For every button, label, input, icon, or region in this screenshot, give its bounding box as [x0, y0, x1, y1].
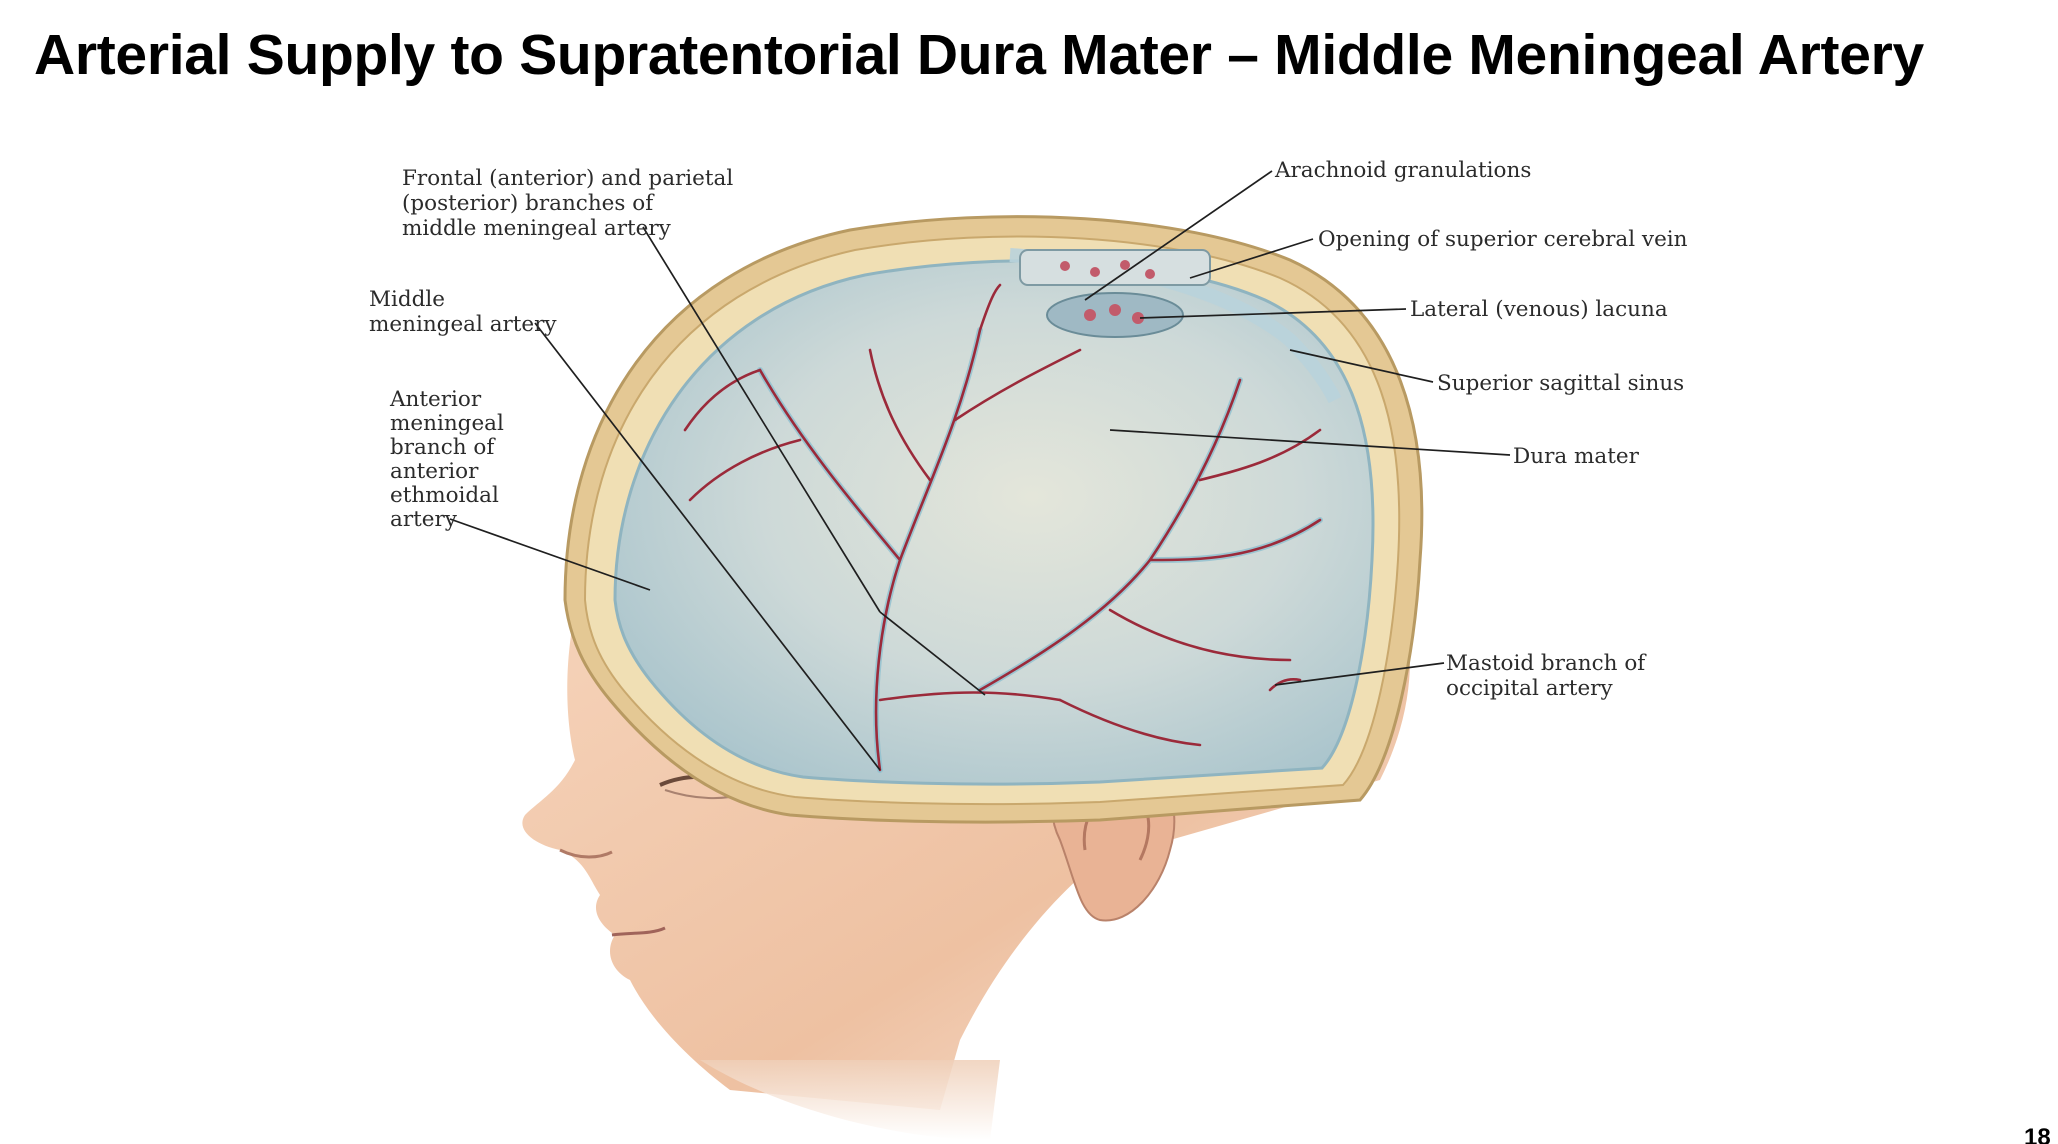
- leader-lateral-lacuna: [1139, 308, 1407, 319]
- dura-mater-surface: [613, 259, 1375, 786]
- label-group: Frontal (anterior) and parietal (posteri…: [369, 158, 1688, 701]
- label-lateral-venous-lacuna: Lateral (venous) lacuna: [1410, 297, 1668, 322]
- leader-arachnoid: [1084, 170, 1273, 301]
- leader-opening-vein: [1189, 238, 1314, 279]
- leader-frontal-parietal-2: [879, 611, 986, 696]
- label-arachnoid-granulations: Arachnoid granulations: [1274, 158, 1531, 183]
- leader-mastoid: [1274, 662, 1445, 686]
- label-anterior-meningeal-branch: Anterior meningeal branch of anterior et…: [389, 387, 511, 532]
- leader-dura-mater: [1109, 429, 1511, 456]
- leader-frontal-parietal: [642, 226, 881, 613]
- leader-lines: [449, 170, 1511, 771]
- label-dura-mater: Dura mater: [1513, 444, 1640, 469]
- label-frontal-parietal: Frontal (anterior) and parietal (posteri…: [402, 166, 740, 241]
- label-superior-sagittal-sinus: Superior sagittal sinus: [1437, 371, 1684, 396]
- leader-anterior-meningeal: [449, 518, 651, 591]
- venous-lacuna: [1019, 249, 1211, 338]
- leader-sagittal-sinus: [1289, 349, 1434, 383]
- page-number: 18: [2024, 1124, 2051, 1144]
- leader-middle-meningeal: [534, 322, 881, 771]
- label-middle-meningeal-artery: Middle meningeal artery: [369, 287, 557, 337]
- slide-title: Arterial Supply to Supratentorial Dura M…: [34, 23, 1924, 87]
- label-opening-superior-cerebral-vein: Opening of superior cerebral vein: [1318, 227, 1688, 252]
- label-mastoid-branch: Mastoid branch of occipital artery: [1446, 651, 1652, 701]
